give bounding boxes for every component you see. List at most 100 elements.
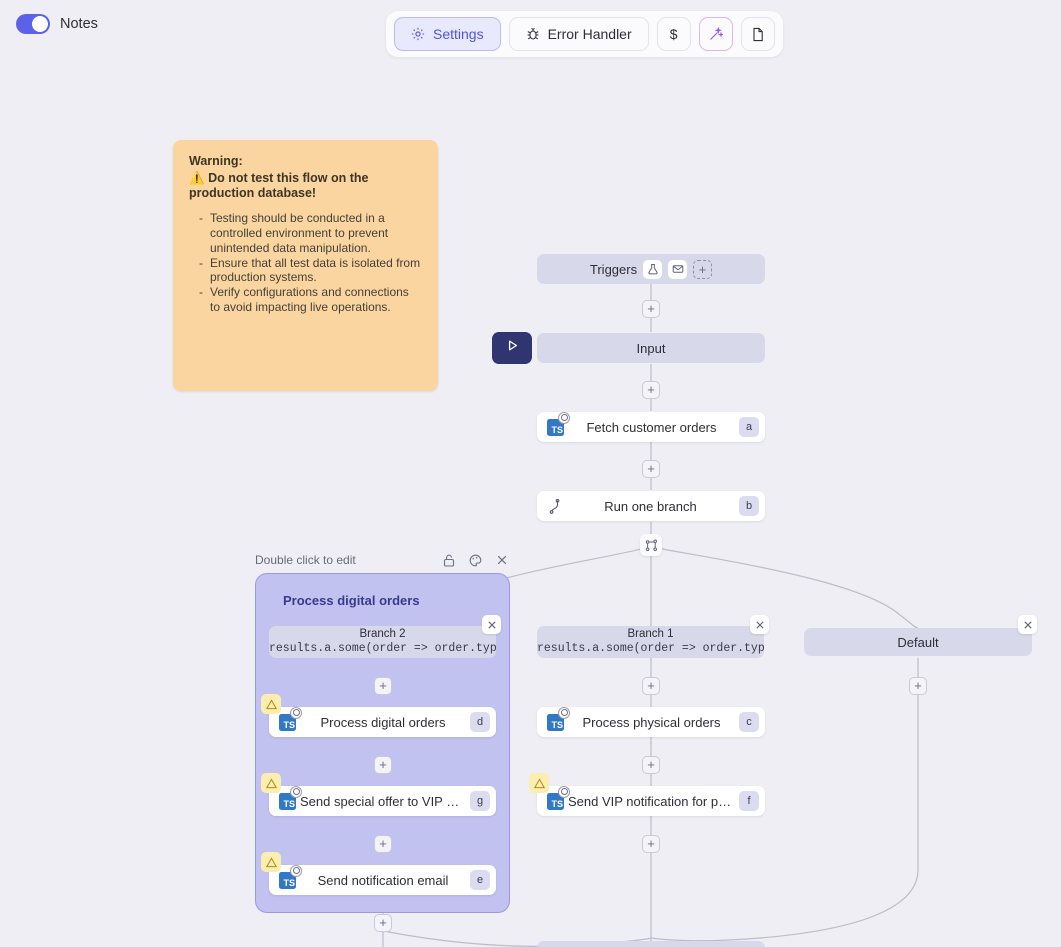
node-fetch-customer-orders[interactable]: TS Fetch customer orders a [537,411,765,442]
branch-icon [547,498,562,514]
typescript-icon: TS [279,785,302,810]
remove-branch-button[interactable] [482,615,501,634]
add-node-button[interactable]: + [642,460,660,478]
tab-error-handler[interactable]: Error Handler [508,17,649,51]
warning-triangle-icon [261,694,281,714]
magic-wand-button[interactable] [698,17,733,51]
typescript-icon: TS [279,706,302,731]
triggers-node[interactable]: Triggers + [537,254,765,284]
add-node-button[interactable]: + [374,835,392,853]
node-send-vip-notification-physical[interactable]: TS Send VIP notification for physical...… [529,773,765,816]
typescript-icon: TS [547,706,570,731]
toggle-knob [32,16,48,32]
palette-icon[interactable] [469,554,482,567]
node-key-badge: g [470,791,490,811]
node-key-badge: b [739,496,759,516]
node-key-badge: c [739,712,759,732]
dollar-icon: $ [669,26,678,42]
typescript-icon: TS [547,411,570,436]
add-node-button[interactable]: + [374,914,392,932]
note-bullet-list: Testing should be conducted in a control… [199,211,422,315]
branch-title: Branch 1 [627,628,674,640]
warning-triangle-icon: ⚠️ [189,170,205,185]
node-label: Fetch customer orders [586,419,717,435]
list-item: Testing should be conducted in a control… [199,211,422,256]
node-bottom-partial[interactable] [537,941,765,947]
node-key-badge: e [470,870,490,890]
add-node-button[interactable]: + [642,835,660,853]
tab-settings-label: Settings [433,26,484,42]
node-key-badge: a [739,417,759,437]
lock-icon[interactable] [443,554,455,567]
split-branches-icon[interactable] [640,534,662,556]
typescript-icon: TS [279,864,302,889]
note-headline-text: Do not test this flow on the production … [189,170,369,201]
node-process-digital-orders[interactable]: TS Process digital orders d [261,694,496,737]
node-run-one-branch[interactable]: Run one branch b [537,491,765,521]
notes-toggle-group[interactable]: Notes [16,14,98,34]
node-send-special-offer-vip-digital[interactable]: TS Send special offer to VIP digital c..… [261,773,496,816]
node-process-physical-orders[interactable]: TS Process physical orders c [537,706,765,737]
gear-icon [411,27,425,41]
group-title: Process digital orders [283,593,420,608]
add-node-button[interactable]: + [642,756,660,774]
add-node-button[interactable]: + [642,300,660,318]
group-body[interactable]: Process digital orders [255,573,510,913]
node-label: Send VIP notification for physical... [568,793,739,809]
run-flow-button[interactable] [492,332,532,364]
play-icon [505,338,520,358]
remove-branch-button[interactable] [1018,615,1037,634]
node-label: Process physical orders [582,714,721,730]
node-send-notification-email[interactable]: TS Send notification email e [261,852,496,895]
toolbar: Settings Error Handler $ [386,11,783,57]
add-node-button[interactable]: + [642,381,660,399]
branch-title: Branch 2 [359,628,406,640]
list-item: Verify configurations and connections to… [199,285,422,315]
typescript-icon: TS [547,785,570,810]
group-header-icons [443,554,508,567]
notes-toggle[interactable] [16,14,50,34]
triggers-inner: Triggers + [589,259,713,279]
node-label: Send special offer to VIP digital c... [300,793,470,809]
close-icon[interactable] [496,554,508,566]
envelope-icon[interactable] [668,259,688,279]
group-edit-hint: Double click to edit [255,553,356,567]
magic-wand-icon [708,26,724,42]
branch-condition: results.a.some(order => order.type [537,642,764,655]
warning-triangle-icon [529,773,549,793]
top-bar: Notes Settings Error Handler $ [0,0,1061,62]
note-title: Warning: [189,154,243,168]
warning-triangle-icon [261,773,281,793]
branch-pill-1[interactable]: Branch 1 results.a.some(order => order.t… [537,626,764,658]
bug-icon [526,27,540,41]
node-label: Process digital orders [320,714,446,730]
input-node-label: Input [636,340,666,356]
warning-triangle-icon [261,852,281,872]
branch-title: Default [897,634,939,650]
list-item: Ensure that all test data is isolated fr… [199,256,422,286]
flask-icon[interactable] [643,259,663,279]
group-header: Double click to edit [255,551,510,569]
add-node-button[interactable]: + [909,677,927,695]
add-node-button[interactable]: + [642,677,660,695]
remove-branch-button[interactable] [750,615,769,634]
triggers-label: Triggers [589,261,638,277]
document-button[interactable] [740,17,775,51]
input-node[interactable]: Input [537,333,765,363]
tab-settings[interactable]: Settings [394,17,501,51]
add-node-button[interactable]: + [374,756,392,774]
node-key-badge: f [739,791,759,811]
file-icon [751,27,765,42]
branch-pill-2[interactable]: Branch 2 results.a.some(order => order.t… [269,626,496,658]
add-node-button[interactable]: + [374,677,392,695]
warning-note-card[interactable]: Warning: ⚠️ Do not test this flow on the… [173,140,438,391]
add-trigger-icon[interactable]: + [693,259,713,279]
note-headline: ⚠️ Do not test this flow on the producti… [189,171,422,202]
branch-condition: results.a.some(order => order.type [269,642,496,655]
cost-button[interactable]: $ [656,17,691,51]
node-key-badge: d [470,712,490,732]
branch-pill-default[interactable]: Default [804,628,1032,656]
node-label: Run one branch [604,498,697,514]
